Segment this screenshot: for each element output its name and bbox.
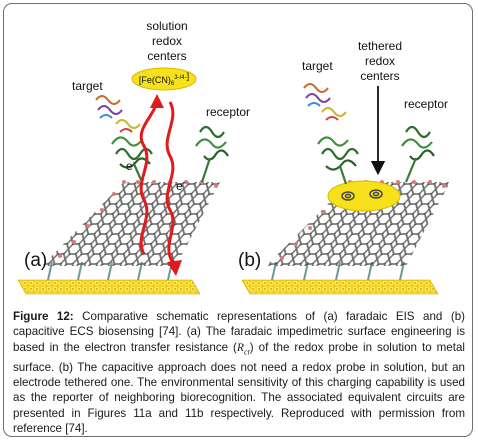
solution-centers-line3: centers <box>147 49 186 63</box>
electron-path-down-head <box>167 260 182 276</box>
target-protein-b <box>303 83 347 121</box>
gold-electrode-a <box>17 279 201 295</box>
solution-centers-line1: solution <box>146 19 187 33</box>
target-label-b: target <box>302 59 333 73</box>
receptor-protein-b <box>317 125 435 185</box>
tethered-redox-molecules <box>341 189 383 201</box>
target-label-a: target <box>72 79 103 93</box>
redox-probe-ellipse <box>131 67 197 91</box>
tethered-centers-line1: tethered <box>358 39 402 53</box>
tethered-centers-line3: centers <box>360 69 399 83</box>
graphene-sheet-b <box>266 182 450 266</box>
electron-label-2: e- <box>176 178 186 193</box>
receptor-protein-a <box>111 125 229 183</box>
figure-frame: [Fe(CN)63-/4-] solution redox centers ta… <box>3 3 473 437</box>
tethered-redox-ellipse <box>327 180 401 212</box>
figure-caption: Figure 12: Comparative schematic represe… <box>13 309 466 436</box>
graphene-sheet-a <box>42 182 220 266</box>
panel-a: [Fe(CN)63-/4-] solution redox centers ta… <box>17 19 250 295</box>
receptor-label-a: receptor <box>206 105 250 119</box>
caption-text-1: Comparative schematic representations of… <box>13 310 465 354</box>
gold-electrode-b <box>241 279 439 295</box>
caption-text-2: ) of the redox probe in solution to meta… <box>13 340 466 436</box>
rct-symbol: Rct <box>236 340 250 357</box>
panel-b-label: (b) <box>238 250 261 271</box>
target-protein-a <box>95 95 141 133</box>
tethered-centers-line2: redox <box>365 54 395 68</box>
electron-path-up-head <box>150 94 164 108</box>
panel-a-label: (a) <box>24 250 47 271</box>
electron-path-down <box>165 101 176 265</box>
panel-b: tethered redox centers target receptor (… <box>238 39 450 295</box>
caption-heading: Figure 12: <box>13 310 74 323</box>
electron-path-up <box>139 103 158 255</box>
solution-centers-line2: redox <box>152 34 182 48</box>
receptor-label-b: receptor <box>404 97 448 111</box>
figure-illustration: [Fe(CN)63-/4-] solution redox centers ta… <box>17 19 450 295</box>
electron-label-1: e- <box>126 158 136 173</box>
